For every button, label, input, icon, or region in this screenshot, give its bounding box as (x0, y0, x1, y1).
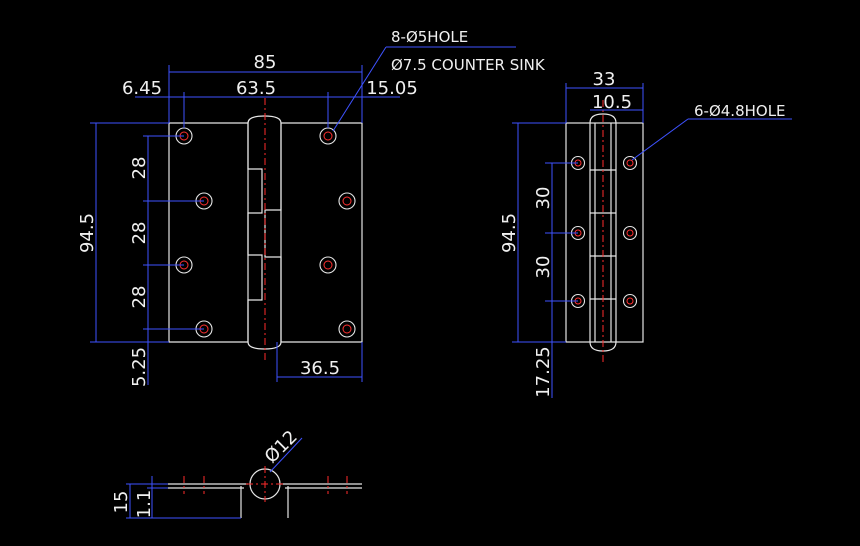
side-top-dimensions (565, 83, 644, 123)
dim-side-height: 94.5 (499, 213, 520, 253)
dim-edge-right: 15.05 (366, 78, 418, 99)
hole-inner (626, 159, 634, 167)
dim-hole-pitch-v: 28 (129, 222, 150, 245)
bottom-left-dimensions (126, 476, 241, 519)
side-hole-leader (631, 118, 792, 161)
front-left-dimensions (90, 122, 204, 385)
front-top-dimensions (135, 65, 400, 128)
hole-outer (338, 320, 356, 338)
side-left-dimensions (512, 122, 578, 398)
dim-width-total: 85 (254, 52, 277, 73)
dim-height-total: 94.5 (77, 213, 98, 253)
hole-inner (323, 131, 333, 141)
pin-leader (269, 437, 303, 473)
front-hole-leader (332, 46, 516, 132)
note-counter-sink: Ø7.5 COUNTER SINK (391, 56, 546, 74)
front-view: 85 63.5 6.45 15.05 8-Ø5HOLE Ø7.5 COUNTER… (77, 28, 546, 387)
hole-inner (342, 324, 352, 334)
dim-hole-pitch-v: 28 (129, 286, 150, 309)
dim-hole-pitch-h: 63.5 (236, 78, 276, 99)
dim-bottom-thickness: 1.1 (134, 490, 155, 519)
hole-outer (338, 192, 356, 210)
front-bottom-dimension (276, 342, 363, 382)
hole-outer (622, 293, 638, 309)
hole-inner (342, 196, 352, 206)
hole-inner (323, 260, 333, 270)
hole-outer (622, 155, 638, 171)
note-front-holes: 8-Ø5HOLE (391, 28, 468, 46)
hole-inner (626, 297, 634, 305)
note-side-holes: 6-Ø4.8HOLE (694, 102, 786, 120)
dim-pin-diameter: Ø12 (261, 426, 302, 467)
dim-bottom-height: 15 (111, 491, 132, 514)
front-right-leaf-outline (264, 122, 363, 343)
dim-side-pitch-v: 30 (533, 256, 554, 279)
dim-side-edge-bottom: 17.25 (533, 346, 554, 398)
hole-outer (622, 225, 638, 241)
hole-inner (626, 229, 634, 237)
dim-hole-pitch-v: 28 (129, 157, 150, 180)
hole-outer (319, 256, 337, 274)
side-holes (570, 155, 638, 309)
bottom-hole-marks (183, 476, 348, 494)
bottom-view: Ø12 15 1.1 (111, 426, 362, 519)
side-view: 33 10.5 6-Ø4.8HOLE 94.5 30 30 17.25 (499, 69, 792, 398)
dim-leaf-width: 36.5 (300, 358, 340, 379)
dim-side-pitch-v: 30 (533, 187, 554, 210)
dim-side-width: 33 (593, 69, 616, 90)
dim-edge-left: 6.45 (122, 78, 162, 99)
dim-edge-bottom: 5.25 (129, 347, 150, 387)
dim-barrel-width: 10.5 (592, 92, 632, 113)
